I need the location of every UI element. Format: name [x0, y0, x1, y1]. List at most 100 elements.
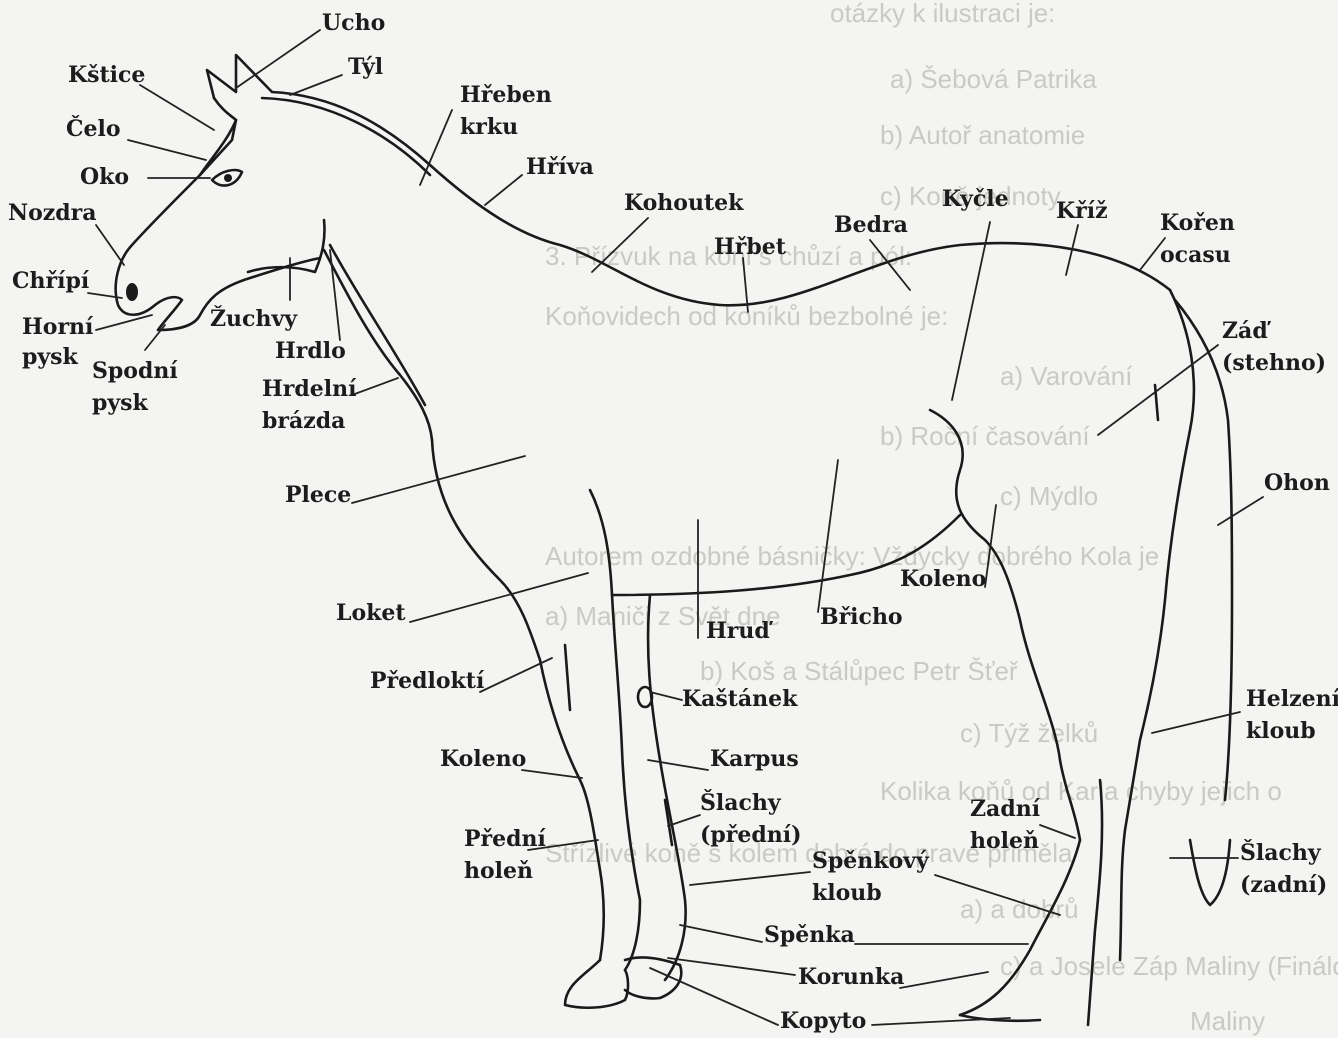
leader-kstice — [140, 85, 214, 130]
bg-line-14: Kolika koňů od Karla chyby jejich o — [880, 776, 1282, 806]
leader-slachy-predni — [668, 815, 700, 826]
label-hrbet: Hřbet — [714, 234, 787, 260]
horse-nostril — [126, 283, 138, 301]
horse-face-side — [200, 120, 236, 175]
label-zadni-holen-line2: holeň — [970, 828, 1039, 854]
label-koleno-zadni: Koleno — [900, 566, 986, 592]
label-zadni-holen-line1: Zadní — [970, 796, 1041, 822]
bg-line-7: a) Varování — [1000, 361, 1133, 391]
label-slachy-predni-line1: Šlachy — [700, 789, 782, 816]
label-helzeni-kloub-line1: Helzení — [1246, 686, 1338, 712]
label-hriva: Hříva — [526, 154, 594, 180]
horse-tail-end — [1190, 840, 1230, 905]
horse-hind-leg-far — [1088, 780, 1102, 1025]
leader-spenkovy-kloub-front — [690, 872, 810, 885]
label-kriz: Kříž — [1056, 198, 1108, 224]
label-korunka: Korunka — [798, 964, 904, 990]
label-ohon: Ohon — [1264, 470, 1330, 496]
horse-tendon-mark-1 — [565, 645, 570, 710]
label-kycle: Kyčle — [942, 186, 1009, 212]
leader-bricho — [818, 460, 838, 612]
label-koleno-predni: Koleno — [440, 746, 526, 772]
leader-korunka-hind — [900, 972, 988, 988]
label-bricho: Břicho — [820, 604, 903, 630]
leader-ohon — [1218, 497, 1263, 525]
bg-line-16: a) a dobrů — [960, 894, 1079, 924]
label-slachy-zadni-line2: (zadní) — [1240, 872, 1327, 898]
label-nozdra: Nozdra — [8, 200, 97, 226]
label-kstice: Kštice — [68, 62, 145, 88]
label-kohoutek: Kohoutek — [624, 190, 744, 216]
bg-line-2: a) Šebová Patrika — [890, 64, 1097, 94]
leader-horni-pysk — [96, 315, 152, 330]
leader-kycle — [952, 222, 990, 400]
label-kastanek: Kaštánek — [682, 686, 798, 712]
leader-kopyto-front — [650, 968, 778, 1025]
background-text-layer: otázky k ilustraci je: a) Šebová Patrika… — [545, 0, 1338, 1036]
label-karpus: Karpus — [710, 746, 799, 772]
horse-jaw — [248, 220, 325, 272]
label-predni-holen-line1: Přední — [464, 826, 547, 852]
label-hrdlo: Hrdlo — [275, 338, 346, 364]
leader-zadni-holen — [1040, 825, 1075, 838]
bg-line-8: b) Roční časování — [880, 421, 1090, 451]
label-horni-pysk-line1: Horní — [22, 314, 94, 340]
label-zad-line1: Záď — [1222, 318, 1271, 344]
leader-korunka-front — [668, 958, 795, 975]
label-predni-holen-line2: holeň — [464, 858, 533, 884]
label-hrdelni-brazda-line1: Hrdelní — [262, 376, 357, 402]
label-hreben-krku-line2: krku — [460, 114, 518, 140]
leader-helzeni-kloub — [1152, 712, 1240, 733]
label-helzeni-kloub-line2: kloub — [1246, 718, 1316, 744]
label-slachy-zadni-line1: Šlachy — [1240, 839, 1322, 866]
leader-hrdelni-brazda — [352, 378, 398, 395]
label-slachy-predni-line2: (přední) — [700, 822, 802, 848]
bg-line-17: c) a Josele Záp Maliny (Finálové) — [1000, 951, 1338, 981]
label-predlokti: Předloktí — [370, 668, 485, 694]
label-kopyto: Kopyto — [780, 1008, 866, 1034]
leader-koleno-predni — [522, 770, 582, 778]
label-koren-ocasu-line1: Kořen — [1160, 210, 1235, 236]
label-chripi: Chřípí — [12, 268, 90, 294]
leader-spenka-front — [680, 925, 762, 942]
horse-eye-pupil — [224, 174, 232, 182]
leader-hrdlo — [330, 250, 340, 340]
leader-plece — [352, 456, 525, 503]
label-tyl: Týl — [348, 54, 383, 80]
bg-line-3: b) Autoř anatomie — [880, 120, 1085, 150]
label-bedra: Bedra — [834, 212, 908, 238]
label-spenkovy-kloub-line1: Spěnkový — [812, 848, 930, 874]
label-zuchvy: Žuchvy — [210, 305, 298, 332]
label-zad-line2: (stehno) — [1222, 350, 1326, 376]
label-hreben-krku-line1: Hřeben — [460, 82, 552, 108]
leader-tyl — [290, 75, 342, 95]
bg-line-13: c) Týž želků — [960, 718, 1098, 748]
leader-kopyto-hind — [872, 1018, 1010, 1025]
label-celo: Čelo — [66, 115, 121, 142]
leader-nozdra — [96, 225, 124, 265]
bg-line-9: c) Mýdlo — [1000, 481, 1098, 511]
label-oko: Oko — [80, 164, 129, 190]
label-hrud: Hruď — [706, 618, 773, 644]
leader-karpus — [648, 760, 708, 770]
horse-ear — [207, 55, 272, 98]
bg-line-10: Autorem ozdobné básničky: Vždycky dobréh… — [545, 541, 1159, 571]
label-spenkovy-kloub-line2: kloub — [812, 880, 882, 906]
label-horni-pysk-line2: pysk — [22, 344, 79, 370]
leader-hreben-krku — [420, 110, 452, 185]
horse-front-leg-far — [648, 595, 686, 980]
label-koren-ocasu-line2: ocasu — [1160, 242, 1231, 268]
label-spenka: Spěnka — [764, 922, 855, 948]
horse-front-hoof-near — [565, 960, 628, 1008]
bg-line-1: otázky k ilustraci je: — [830, 0, 1055, 28]
leader-lines — [88, 30, 1263, 1025]
label-spodni-pysk-line2: pysk — [92, 390, 149, 416]
leader-spodni-pysk — [145, 325, 165, 350]
label-loket: Loket — [336, 600, 406, 626]
bg-line-12: b) Koš a Stálůpec Petr Šťeř — [700, 656, 1019, 686]
horse-chestnut — [638, 687, 652, 707]
label-plece: Plece — [285, 482, 351, 508]
leader-hriva — [485, 175, 522, 205]
